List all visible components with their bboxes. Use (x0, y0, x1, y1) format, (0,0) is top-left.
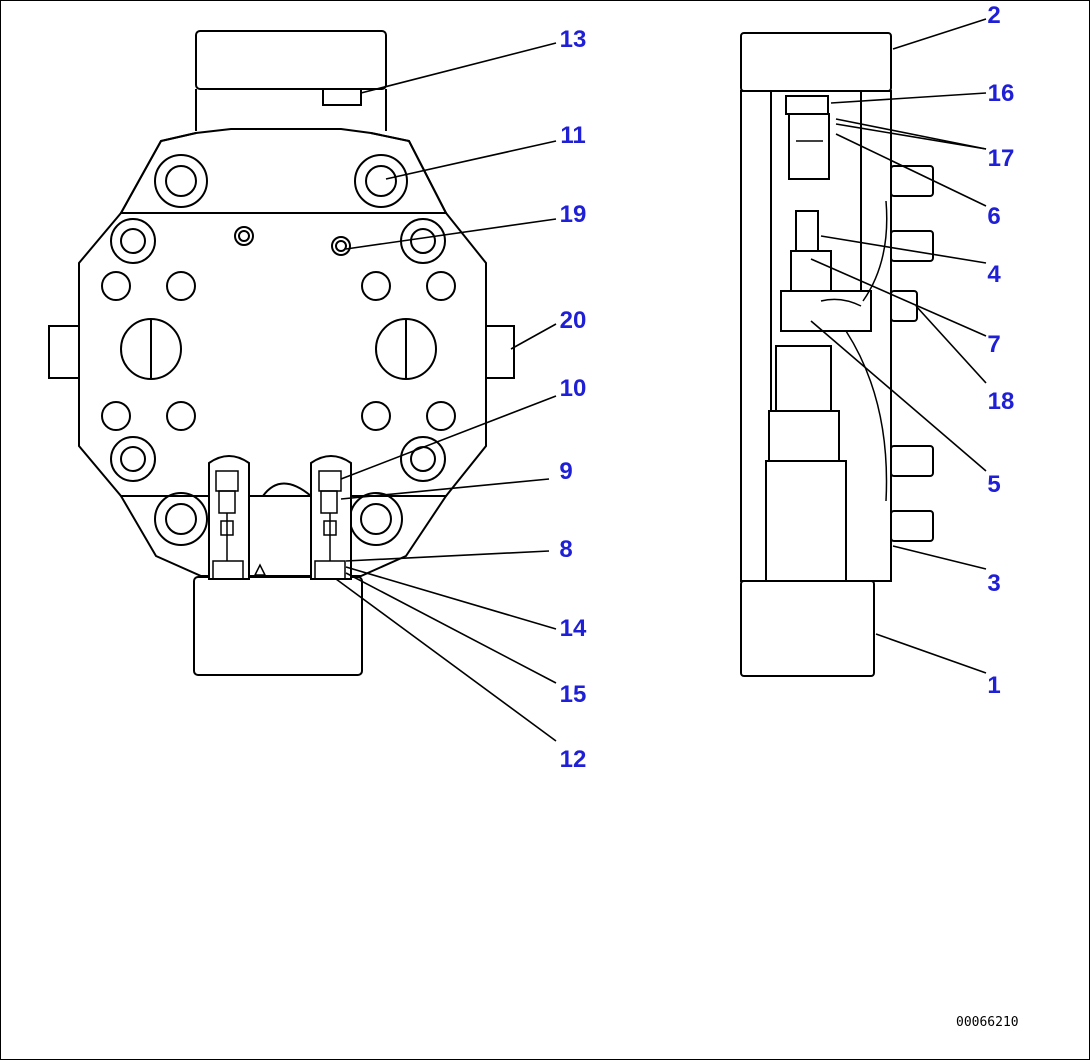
callout-9: 9 (559, 458, 572, 485)
leader-lines (335, 18, 987, 742)
callout-labels: 13 11 19 20 10 9 8 14 15 12 2 16 17 6 4 7 18 5 3 1 (559, 2, 1014, 773)
leader-line-3 (892, 545, 987, 570)
callout-20: 20 (560, 307, 587, 334)
callout-12: 12 (560, 746, 587, 773)
callout-19: 19 (560, 201, 587, 228)
callout-3: 3 (987, 570, 1000, 597)
callout-7: 7 (987, 331, 1000, 358)
leader-line-1 (875, 633, 987, 674)
leader-line-16 (830, 92, 987, 104)
leader-line-2 (892, 18, 987, 50)
callout-13: 13 (560, 26, 587, 53)
callout-16: 16 (988, 80, 1015, 107)
leader-line-15 (345, 572, 557, 684)
leader-line-20 (510, 323, 557, 350)
leader-line-4 (820, 235, 987, 264)
leader-line-12 (335, 578, 557, 742)
callout-15: 15 (560, 681, 587, 708)
callout-4: 4 (987, 261, 1001, 288)
figure-id-label: 00066210 (956, 1015, 1019, 1030)
leader-line-17 (835, 123, 987, 150)
side-view (740, 32, 934, 677)
leader-line-6 (835, 133, 987, 207)
leader-line-13 (360, 42, 557, 94)
callout-18: 18 (988, 388, 1015, 415)
front-view (48, 30, 515, 676)
leader-line-7 (810, 258, 987, 337)
leader-line-18 (915, 305, 987, 384)
leader-line-9 (340, 478, 550, 500)
leader-line-17-b (835, 118, 987, 150)
callout-10: 10 (560, 375, 587, 402)
callout-14: 14 (560, 615, 587, 642)
leader-line-8 (345, 550, 550, 562)
callout-5: 5 (987, 471, 1000, 498)
callout-1: 1 (987, 672, 1000, 699)
leader-line-11 (385, 140, 557, 180)
callout-8: 8 (559, 536, 572, 563)
callout-11: 11 (560, 122, 585, 149)
callout-2: 2 (987, 2, 1000, 29)
leader-line-5 (810, 320, 987, 472)
callout-6: 6 (987, 203, 1000, 230)
leader-line-10 (340, 395, 557, 480)
callout-17: 17 (988, 145, 1015, 172)
leader-line-19 (345, 218, 557, 250)
leader-line-14 (345, 566, 557, 630)
